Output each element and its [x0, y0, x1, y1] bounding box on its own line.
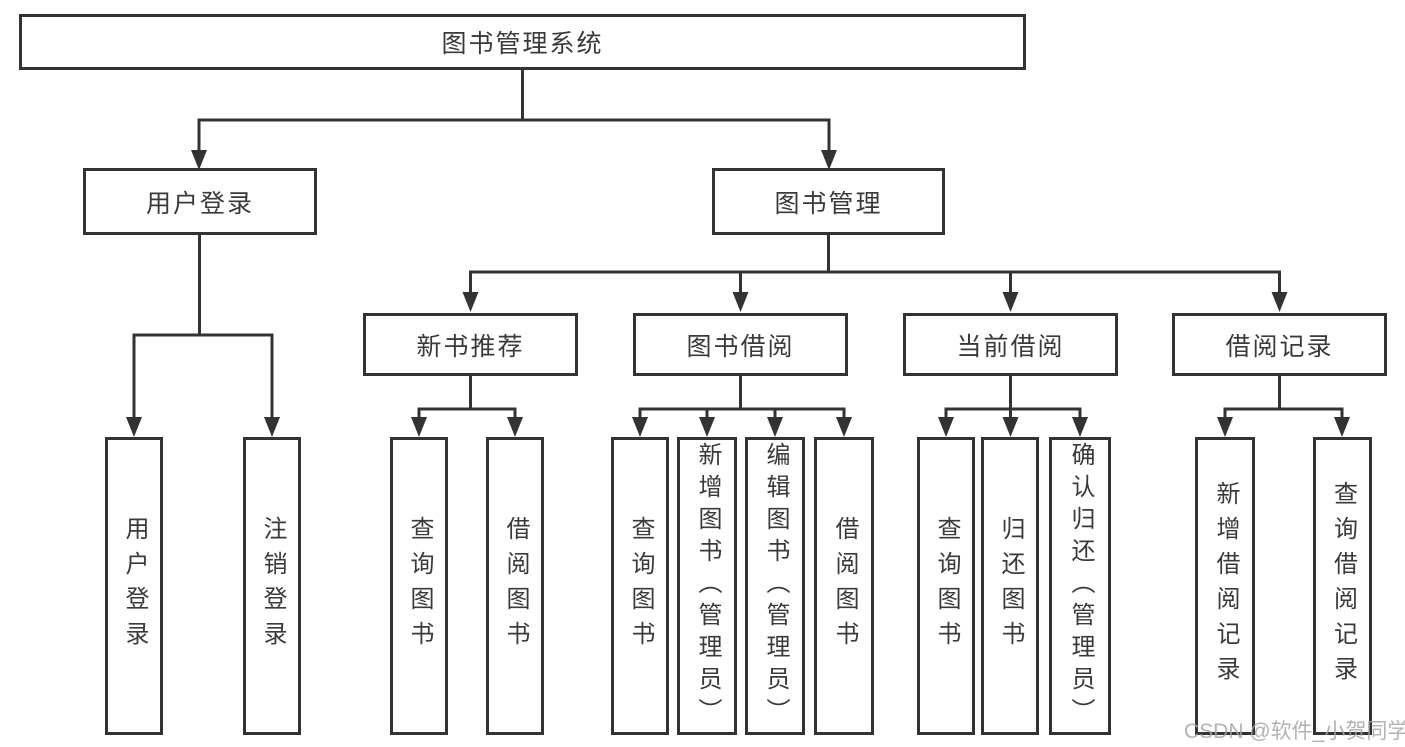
connector-user-login	[132, 235, 274, 421]
connector-book-management	[469, 235, 1281, 296]
node-leaf-query-books: 查询图书	[917, 437, 975, 735]
connector-book-borrow	[638, 376, 846, 421]
node-current-borrow: 当前借阅	[903, 313, 1118, 376]
node-leaf-confirm-return-admin: 确认归还（管理员）	[1049, 437, 1111, 735]
node-leaf-return-books: 归还图书	[981, 437, 1039, 735]
connector-current-borrow	[944, 376, 1082, 421]
node-leaf-user-login: 用户登录	[105, 437, 163, 735]
node-leaf-edit-book-admin: 编辑图书（管理员）	[745, 437, 805, 735]
watermark: CSDN @软件_小贺同学	[1184, 720, 1405, 743]
node-user-login: 用户登录	[83, 168, 317, 235]
node-leaf-logout: 注销登录	[243, 437, 301, 735]
connector-new-book-recommend	[417, 376, 517, 421]
node-leaf-borrow-books: 借阅图书	[486, 437, 544, 735]
node-root-system: 图书管理系统	[19, 14, 1026, 70]
node-leaf-query-books: 查询图书	[611, 437, 669, 735]
connector-borrow-records	[1223, 376, 1344, 421]
connector-root	[197, 70, 831, 154]
node-leaf-add-borrow-record: 新增借阅记录	[1195, 437, 1255, 735]
node-leaf-query-books: 查询图书	[390, 437, 448, 735]
node-leaf-add-book-admin: 新增图书（管理员）	[677, 437, 737, 735]
node-new-book-recommend: 新书推荐	[363, 313, 578, 376]
node-borrow-records: 借阅记录	[1172, 313, 1387, 376]
arrowheads	[126, 150, 1350, 437]
node-book-borrow: 图书借阅	[633, 313, 848, 376]
node-leaf-query-borrow-record: 查询借阅记录	[1313, 437, 1372, 735]
node-book-management: 图书管理	[712, 168, 945, 235]
node-leaf-borrow-books: 借阅图书	[814, 437, 874, 735]
